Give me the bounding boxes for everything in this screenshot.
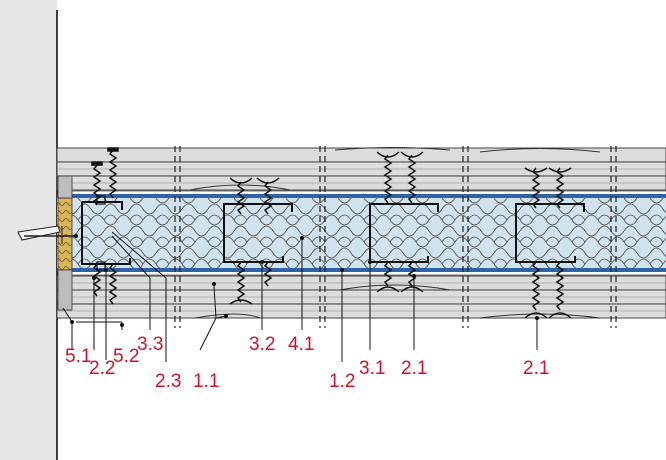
edge-clip bbox=[96, 195, 106, 271]
upper-membrane bbox=[57, 194, 666, 198]
callout-1-1: 1.1 bbox=[193, 371, 219, 392]
callouts: 5.1 2.2 5.2 3.3 2.3 1.1 3.2 4.1 1.2 3.1 … bbox=[65, 334, 549, 392]
callout-5-2: 5.2 bbox=[113, 346, 139, 367]
lower-membrane bbox=[57, 268, 666, 272]
wood-edge-strip bbox=[57, 197, 73, 271]
wall-anchor bbox=[17, 225, 74, 244]
callout-3-1: 3.1 bbox=[359, 358, 385, 379]
steel-profiles bbox=[81, 201, 585, 265]
callout-2-1-a: 2.1 bbox=[401, 358, 427, 379]
callout-2-3: 2.3 bbox=[155, 371, 181, 392]
callout-5-1: 5.1 bbox=[65, 346, 91, 367]
leader-lines bbox=[62, 231, 538, 362]
screws bbox=[91, 147, 572, 319]
lower-board-layers bbox=[56, 275, 666, 319]
callout-1-2: 1.2 bbox=[329, 371, 355, 392]
callout-3-2: 3.2 bbox=[249, 334, 275, 355]
leader-dots bbox=[70, 234, 539, 327]
callout-2-1-b: 2.1 bbox=[523, 358, 549, 379]
callout-2-2: 2.2 bbox=[89, 358, 115, 379]
break-marks bbox=[174, 146, 617, 328]
callout-4-1: 4.1 bbox=[288, 334, 314, 355]
callout-3-3: 3.3 bbox=[137, 334, 163, 355]
upper-board-layers bbox=[56, 147, 666, 191]
